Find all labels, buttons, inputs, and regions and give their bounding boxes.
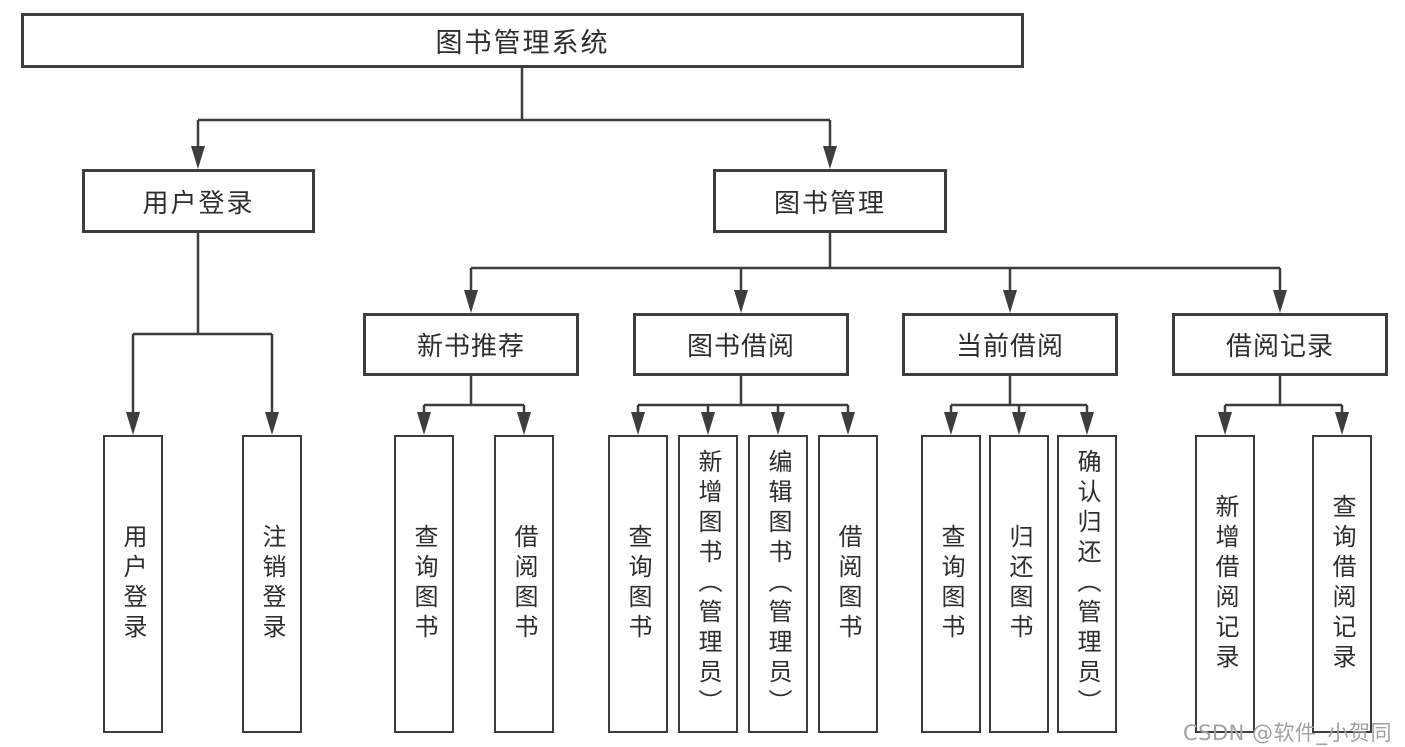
- leaf-edit-book-admin: 编辑图书（管理员）: [748, 435, 808, 733]
- leaf-confirm-return-admin: 确认归还（管理员）: [1057, 435, 1117, 733]
- node-root: 图书管理系统: [21, 13, 1024, 68]
- leaf-add-book-admin: 新增图书（管理员）: [678, 435, 738, 733]
- leaf-borrow-books: 借阅图书: [818, 435, 878, 733]
- node-user-login: 用户登录: [82, 169, 315, 233]
- node-book-borrow: 图书借阅: [633, 313, 849, 376]
- leaf-query-books-recommend: 查询图书: [394, 435, 454, 733]
- leaf-logout: 注销登录: [242, 435, 302, 733]
- leaf-query-books-borrow: 查询图书: [608, 435, 668, 733]
- leaf-user-login: 用户登录: [103, 435, 163, 733]
- leaf-return-book: 归还图书: [989, 435, 1049, 733]
- leaf-query-books-current: 查询图书: [921, 435, 981, 733]
- node-borrow-records: 借阅记录: [1172, 313, 1388, 376]
- node-current-borrow: 当前借阅: [902, 313, 1118, 376]
- leaf-query-borrow-record: 查询借阅记录: [1312, 435, 1372, 733]
- watermark: CSDN @软件_小贺同学: [1183, 721, 1393, 745]
- node-book-management: 图书管理: [713, 169, 947, 233]
- node-new-book-recommend: 新书推荐: [363, 313, 579, 376]
- leaf-borrow-books-recommend: 借阅图书: [494, 435, 554, 733]
- leaf-add-borrow-record: 新增借阅记录: [1195, 435, 1255, 733]
